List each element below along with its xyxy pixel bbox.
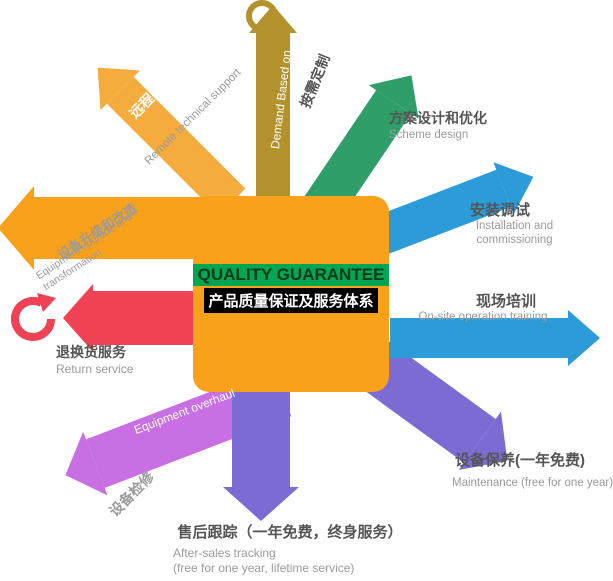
label-aftersales-en-line1: After-sales tracking: [173, 546, 276, 560]
label-aftersales-zh: 售后跟踪（一年免费，终身服务）: [177, 524, 403, 541]
center-title-zh: 产品质量保证及服务体系: [204, 288, 378, 313]
label-aftersales-en-line2: (free for one year, lifetime service): [173, 561, 355, 575]
label-maintenance-en: Maintenance (free for one year): [452, 477, 613, 489]
refresh-arrows-icon: [6, 292, 60, 351]
arrow-remote-support: [77, 47, 246, 216]
label-scheme-en: Scheme design: [389, 129, 469, 141]
arrow-returns: [63, 284, 205, 352]
label-installation-en: Installation and commissioning: [475, 220, 554, 247]
circle-ring-icon: [246, 0, 278, 32]
label-returns-en: Return service: [56, 362, 134, 376]
center-title-en: QUALITY GUARANTEE: [192, 264, 390, 286]
label-demand-zh: 按需定制: [297, 52, 333, 110]
label-maintenance-zh: 设备保养(一年免费): [455, 452, 585, 469]
center-box: QUALITY GUARANTEE 产品质量保证及服务体系: [192, 196, 390, 392]
label-training-zh: 现场培训: [476, 293, 537, 310]
label-scheme-zh: 方案设计和优化: [389, 110, 487, 126]
label-aftersales-en: After-sales tracking (free for one year,…: [173, 546, 413, 576]
label-installation-zh: 安装调试: [470, 202, 531, 219]
label-returns-zh: 退换货服务: [56, 344, 126, 360]
arrow-aftersales: [223, 385, 299, 521]
arrow-training: [390, 310, 600, 366]
label-training-en: On-site operation training: [418, 311, 548, 323]
